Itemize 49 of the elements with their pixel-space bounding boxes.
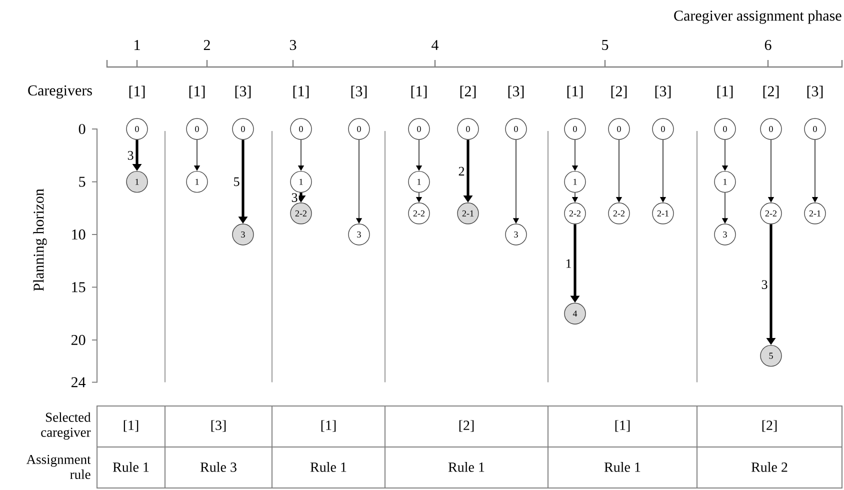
caregiver-header: [1] bbox=[189, 86, 205, 98]
caregiver-header: [1] bbox=[717, 86, 733, 98]
tick-label: 0 bbox=[78, 124, 86, 134]
edge-label: 3 bbox=[760, 279, 769, 290]
edge-label: 3 bbox=[290, 192, 299, 203]
table-cell: [1] bbox=[321, 420, 336, 432]
caregiver-header: [3] bbox=[807, 86, 823, 98]
edge-label: 2 bbox=[457, 166, 466, 176]
caregiver-header: [3] bbox=[655, 86, 671, 98]
phase-number: 1 bbox=[134, 40, 140, 50]
caregiver-header: [1] bbox=[411, 86, 427, 98]
caregiver-header: [1] bbox=[567, 86, 583, 98]
table-cell: [2] bbox=[762, 420, 777, 432]
tick-label: 5 bbox=[79, 176, 86, 187]
table-cell: [1] bbox=[615, 420, 630, 432]
tick-label: 24 bbox=[71, 377, 86, 388]
table-cell: [3] bbox=[211, 420, 226, 432]
caregiver-header: [2] bbox=[611, 86, 627, 98]
phase-number: 4 bbox=[432, 40, 439, 50]
axis-title: Caregiver assignment phase bbox=[674, 10, 842, 24]
caregiver-header: [3] bbox=[235, 86, 251, 98]
row-heading: Caregivers bbox=[28, 85, 92, 99]
table-cell: Rule 1 bbox=[112, 462, 149, 472]
caregiver-header: [1] bbox=[129, 86, 145, 98]
caregiver-header: [1] bbox=[293, 86, 309, 98]
caregiver-header: [2] bbox=[460, 86, 476, 98]
table-cell: Rule 1 bbox=[604, 462, 640, 472]
table-cell: [2] bbox=[459, 420, 474, 432]
table-cell: Rule 2 bbox=[751, 462, 788, 472]
edge-label: 5 bbox=[232, 176, 241, 188]
tick-label: 20 bbox=[71, 334, 86, 346]
tick-label: 15 bbox=[72, 282, 86, 292]
tick-label: 10 bbox=[72, 229, 86, 240]
phase-number: 6 bbox=[764, 40, 772, 50]
table-cell: Rule 3 bbox=[200, 462, 236, 472]
axis-title: Planning horizon bbox=[33, 188, 47, 291]
phase-number: 5 bbox=[602, 40, 608, 50]
table-cell: Rule 1 bbox=[448, 462, 484, 472]
caregiver-header: [2] bbox=[763, 86, 779, 98]
phase-number: 3 bbox=[290, 40, 296, 50]
edge-label: 3 bbox=[126, 150, 135, 161]
row-heading: Assignment rule bbox=[26, 454, 91, 480]
table-cell: Rule 1 bbox=[310, 462, 346, 472]
phase-number: 2 bbox=[204, 40, 210, 50]
caregiver-header: [3] bbox=[508, 86, 524, 98]
table-cell: [1] bbox=[124, 420, 138, 432]
row-heading: Selected caregiver bbox=[41, 412, 91, 440]
caregiver-header: [3] bbox=[351, 86, 367, 98]
edge-label: 1 bbox=[564, 258, 573, 269]
